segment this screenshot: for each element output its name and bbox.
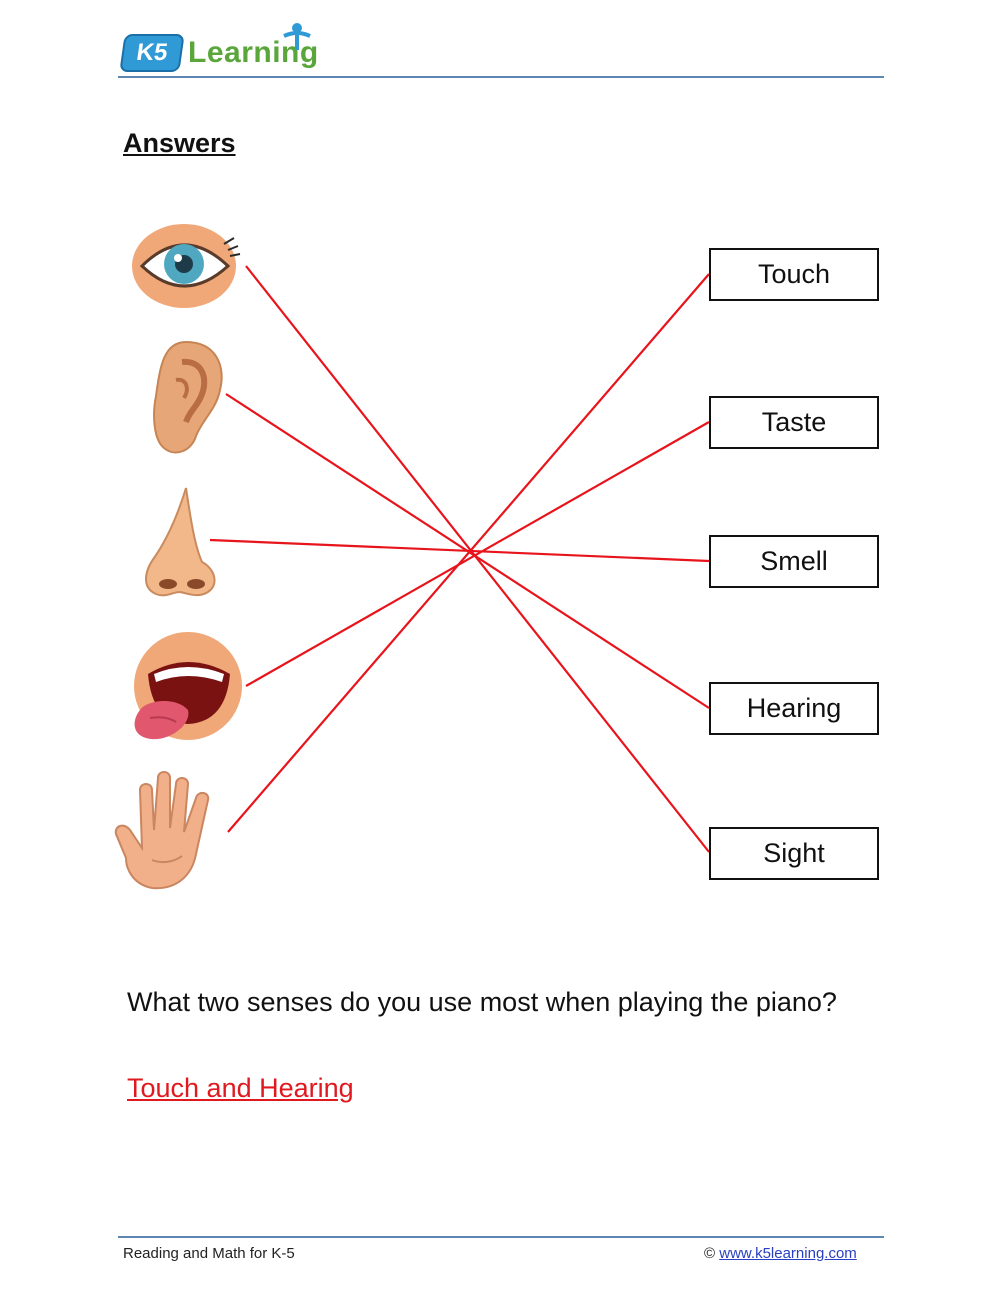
match-line-mouth-taste: [245, 421, 710, 687]
hand-icon: [114, 771, 210, 890]
match-line-eye-sight: [245, 265, 710, 853]
logo-figure-icon: [283, 23, 311, 50]
nose-icon: [145, 487, 216, 597]
answer-text: Touch and Hearing: [127, 1073, 354, 1103]
match-line-nose-smell: [209, 538, 710, 563]
footer-copyright: © www.k5learning.com: [704, 1245, 857, 1262]
sense-box-taste: Taste: [709, 396, 879, 449]
sense-box-sight: Sight: [709, 827, 879, 880]
footer-website-link[interactable]: www.k5learning.com: [719, 1245, 857, 1262]
ear-icon: [153, 340, 223, 454]
mouth-icon: [134, 632, 242, 740]
copyright-symbol: ©: [704, 1245, 716, 1262]
sense-box-smell: Smell: [709, 535, 879, 588]
header-divider: [118, 76, 884, 78]
sense-box-hearing: Hearing: [709, 682, 879, 735]
page-title: Answers: [123, 128, 236, 158]
match-line-ear-hearing: [225, 393, 710, 709]
k5-learning-logo: K5 Learning: [119, 22, 332, 76]
sense-box-touch: Touch: [709, 248, 879, 301]
match-line-hand-touch: [227, 273, 710, 833]
footer-divider: [118, 1236, 884, 1238]
footer-tagline: Reading and Math for K-5: [123, 1245, 295, 1262]
question-text: What two senses do you use most when pla…: [127, 987, 837, 1017]
eye-icon: [132, 224, 241, 308]
logo-k5-badge: K5: [119, 34, 185, 72]
